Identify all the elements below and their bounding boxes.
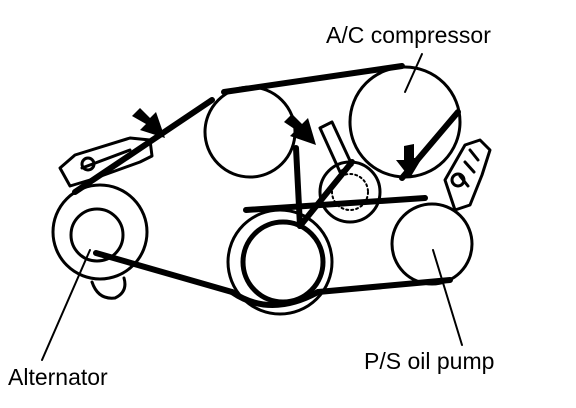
ps-pump-pulley <box>390 202 474 286</box>
upper-idler-pulley <box>203 85 297 179</box>
alternator-pulley <box>51 183 149 300</box>
alternator-label: Alternator <box>8 364 108 390</box>
ac-compressor-label: A/C compressor <box>326 22 491 48</box>
alternator-ac-belt <box>72 63 461 295</box>
ps-oil-pump-label: P/S oil pump <box>364 348 495 374</box>
arrow-down-right-icon <box>284 114 316 145</box>
alternator-bracket <box>58 136 154 188</box>
arrow-down-right-icon <box>132 108 165 138</box>
ac-bracket <box>443 138 492 212</box>
crank-ps-belt <box>229 195 453 308</box>
arrow-down-right-icon <box>396 144 422 178</box>
leader-lines <box>41 53 463 361</box>
